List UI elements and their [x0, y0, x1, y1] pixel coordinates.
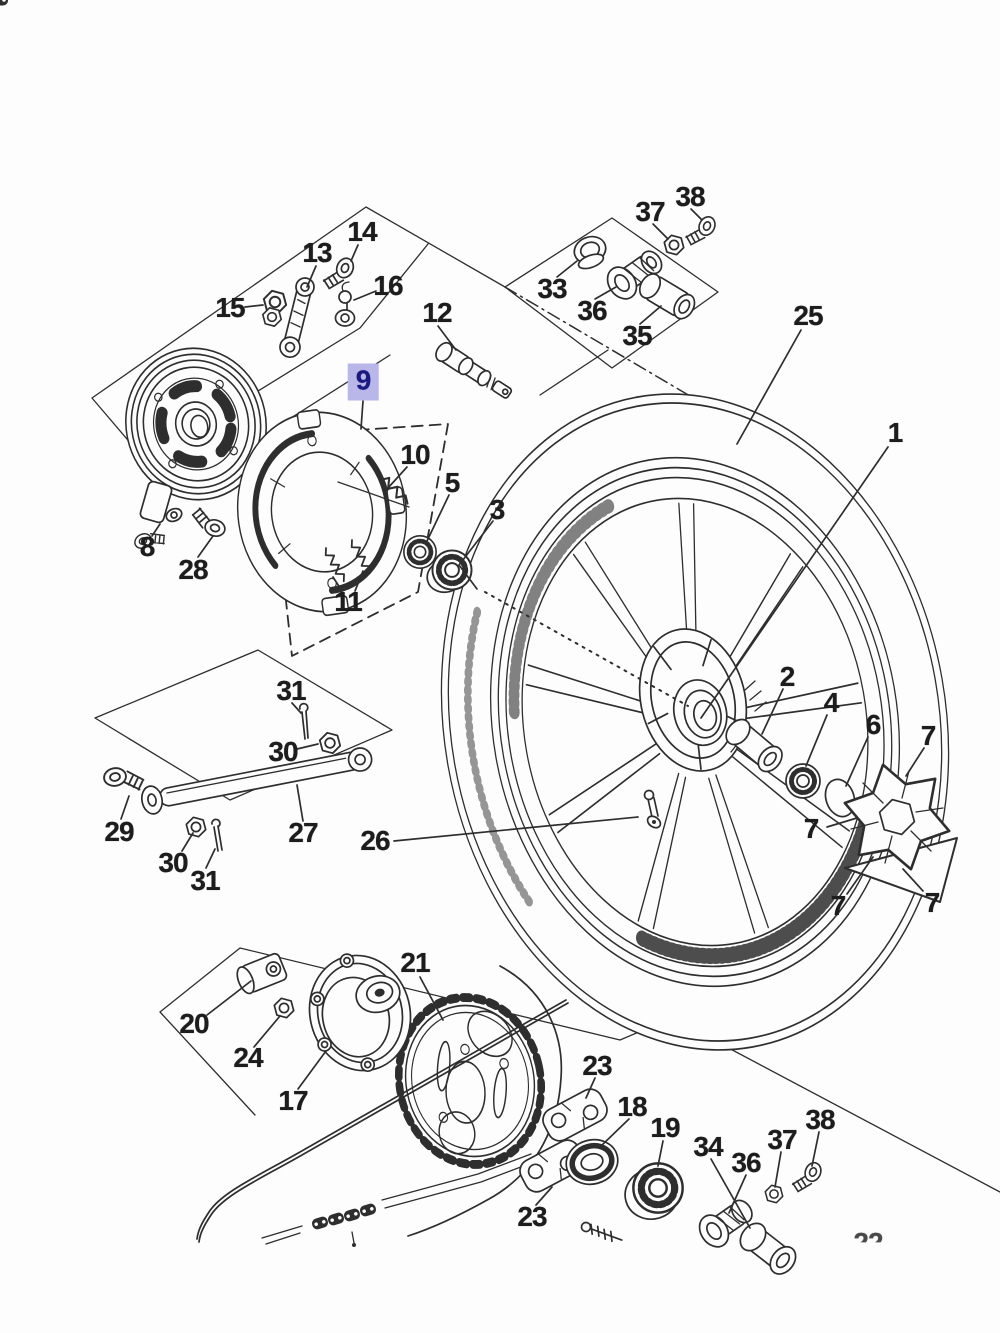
part-label-5[interactable]: 5 — [444, 467, 461, 498]
part-label-2[interactable]: 2 — [779, 661, 796, 692]
part-label-27[interactable]: 27 — [288, 817, 318, 848]
part-label-31a[interactable]: 31 — [276, 675, 306, 706]
part-label-13[interactable]: 13 — [302, 237, 332, 268]
part-label-23a[interactable]: 23 — [582, 1050, 612, 1081]
part-label-33[interactable]: 33 — [537, 273, 567, 304]
part-label-24[interactable]: 24 — [233, 1042, 263, 1073]
part-label-37b[interactable]: 37 — [767, 1124, 797, 1155]
part-label-16[interactable]: 16 — [373, 270, 403, 301]
part-label-14[interactable]: 14 — [347, 216, 377, 247]
part-label-26[interactable]: 26 — [360, 825, 390, 856]
part-label-8[interactable]: 8 — [139, 531, 156, 562]
part-label-4[interactable]: 4 — [823, 687, 840, 718]
part-label-10[interactable]: 10 — [400, 439, 430, 470]
part-label-38b[interactable]: 38 — [805, 1104, 835, 1135]
part-label-23b[interactable]: 23 — [517, 1201, 547, 1232]
part-label-20[interactable]: 20 — [179, 1008, 209, 1039]
part-label-30a[interactable]: 30 — [268, 736, 298, 767]
part-label-28[interactable]: 28 — [178, 554, 208, 585]
part-label-19[interactable]: 19 — [650, 1112, 680, 1143]
part-label-11[interactable]: 11 — [334, 586, 363, 617]
part-label-38a[interactable]: 38 — [675, 181, 705, 212]
part-label-6[interactable]: 6 — [865, 709, 882, 740]
part-label-7a[interactable]: 7 — [920, 720, 937, 751]
part-label-31b[interactable]: 31 — [190, 865, 220, 896]
part-label-30b[interactable]: 30 — [158, 847, 188, 878]
part-label-34[interactable]: 34 — [693, 1131, 723, 1162]
part-label-7c[interactable]: 7 — [830, 890, 847, 921]
part-label-12[interactable]: 12 — [422, 297, 452, 328]
chain-links — [0, 0, 377, 1230]
part-label-37a[interactable]: 37 — [635, 196, 665, 227]
valve-stem — [643, 789, 662, 829]
part-label-25[interactable]: 25 — [793, 300, 823, 331]
part-label-9[interactable]: 9 — [347, 363, 379, 401]
part-label-35[interactable]: 35 — [622, 320, 652, 351]
part-label-22[interactable]: 22 — [853, 1227, 883, 1258]
part-label-36a[interactable]: 36 — [577, 295, 607, 326]
leader-lines — [120, 208, 925, 1229]
part-label-21[interactable]: 21 — [400, 947, 430, 978]
part-label-3[interactable]: 3 — [489, 494, 506, 525]
part-label-1[interactable]: 1 — [887, 417, 904, 448]
part-label-7b[interactable]: 7 — [803, 813, 820, 844]
part-label-17[interactable]: 17 — [278, 1085, 308, 1116]
part-label-18[interactable]: 18 — [617, 1091, 647, 1122]
part-label-29[interactable]: 29 — [104, 816, 134, 847]
part-label-15[interactable]: 15 — [215, 292, 245, 323]
part-label-36b[interactable]: 36 — [731, 1147, 761, 1178]
part-label-7d[interactable]: 7 — [924, 887, 941, 918]
